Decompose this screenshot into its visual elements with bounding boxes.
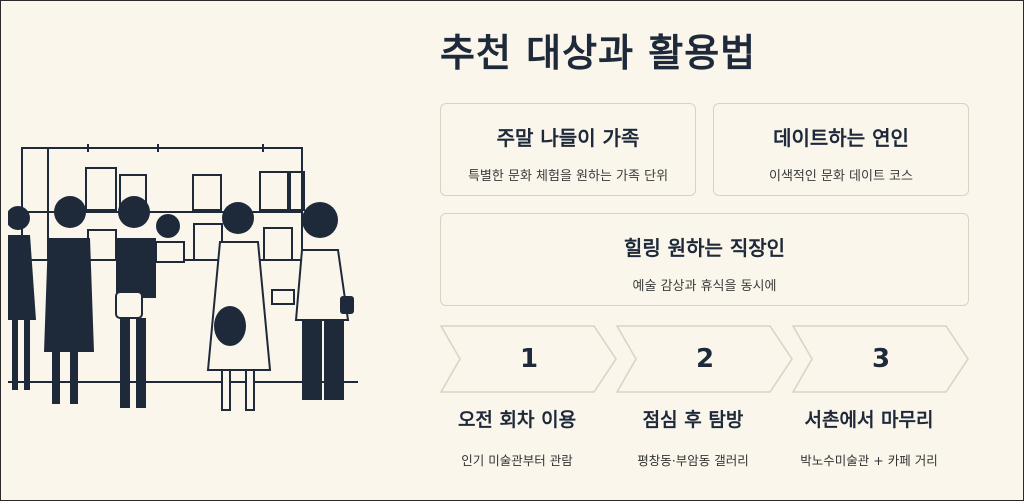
target-card-family: 주말 나들이 가족 특별한 문화 체험을 원하는 가족 단위 bbox=[440, 103, 696, 196]
target-card-desc: 특별한 문화 체험을 원하는 가족 단위 bbox=[467, 169, 669, 184]
step-number: 2 bbox=[695, 344, 715, 374]
step-chevron-2: 2 bbox=[616, 325, 794, 393]
step-desc: 평창동·부암동 갤러리 bbox=[637, 453, 749, 468]
step-chevron-3: 3 bbox=[792, 325, 970, 393]
step-desc: 인기 미술관부터 관람 bbox=[461, 453, 573, 468]
target-card-title: 힐링 원하는 직장인 bbox=[623, 236, 786, 260]
step-text-2: 점심 후 탐방 평창동·부암동 갤러리 bbox=[604, 405, 782, 469]
target-card-title: 주말 나들이 가족 bbox=[496, 126, 640, 150]
step-title: 점심 후 탐방 bbox=[642, 409, 744, 431]
step-text-1: 오전 회차 이용 인기 미술관부터 관람 bbox=[428, 405, 606, 469]
step-number: 1 bbox=[519, 344, 539, 374]
chevron-shape bbox=[792, 325, 969, 393]
chevron-shape bbox=[616, 325, 793, 393]
target-card-title: 데이트하는 연인 bbox=[773, 126, 909, 150]
chevron-shape bbox=[440, 325, 617, 393]
step-title: 서촌에서 마무리 bbox=[804, 409, 934, 431]
page-title: 추천 대상과 활용법 bbox=[440, 31, 757, 75]
step-title: 오전 회차 이용 bbox=[457, 409, 577, 431]
target-card-worker: 힐링 원하는 직장인 예술 감상과 휴식을 동시에 bbox=[440, 213, 969, 306]
step-number: 3 bbox=[871, 344, 891, 374]
target-card-desc: 이색적인 문화 데이트 코스 bbox=[769, 169, 913, 184]
step-text-3: 서촌에서 마무리 박노수미술관 + 카페 거리 bbox=[780, 405, 958, 469]
step-desc: 박노수미술관 + 카페 거리 bbox=[800, 453, 938, 468]
step-chevron-1: 1 bbox=[440, 325, 618, 393]
gallery-visitors-illustration bbox=[8, 144, 358, 411]
target-card-couple: 데이트하는 연인 이색적인 문화 데이트 코스 bbox=[713, 103, 969, 196]
target-card-desc: 예술 감상과 휴식을 동시에 bbox=[632, 279, 777, 294]
